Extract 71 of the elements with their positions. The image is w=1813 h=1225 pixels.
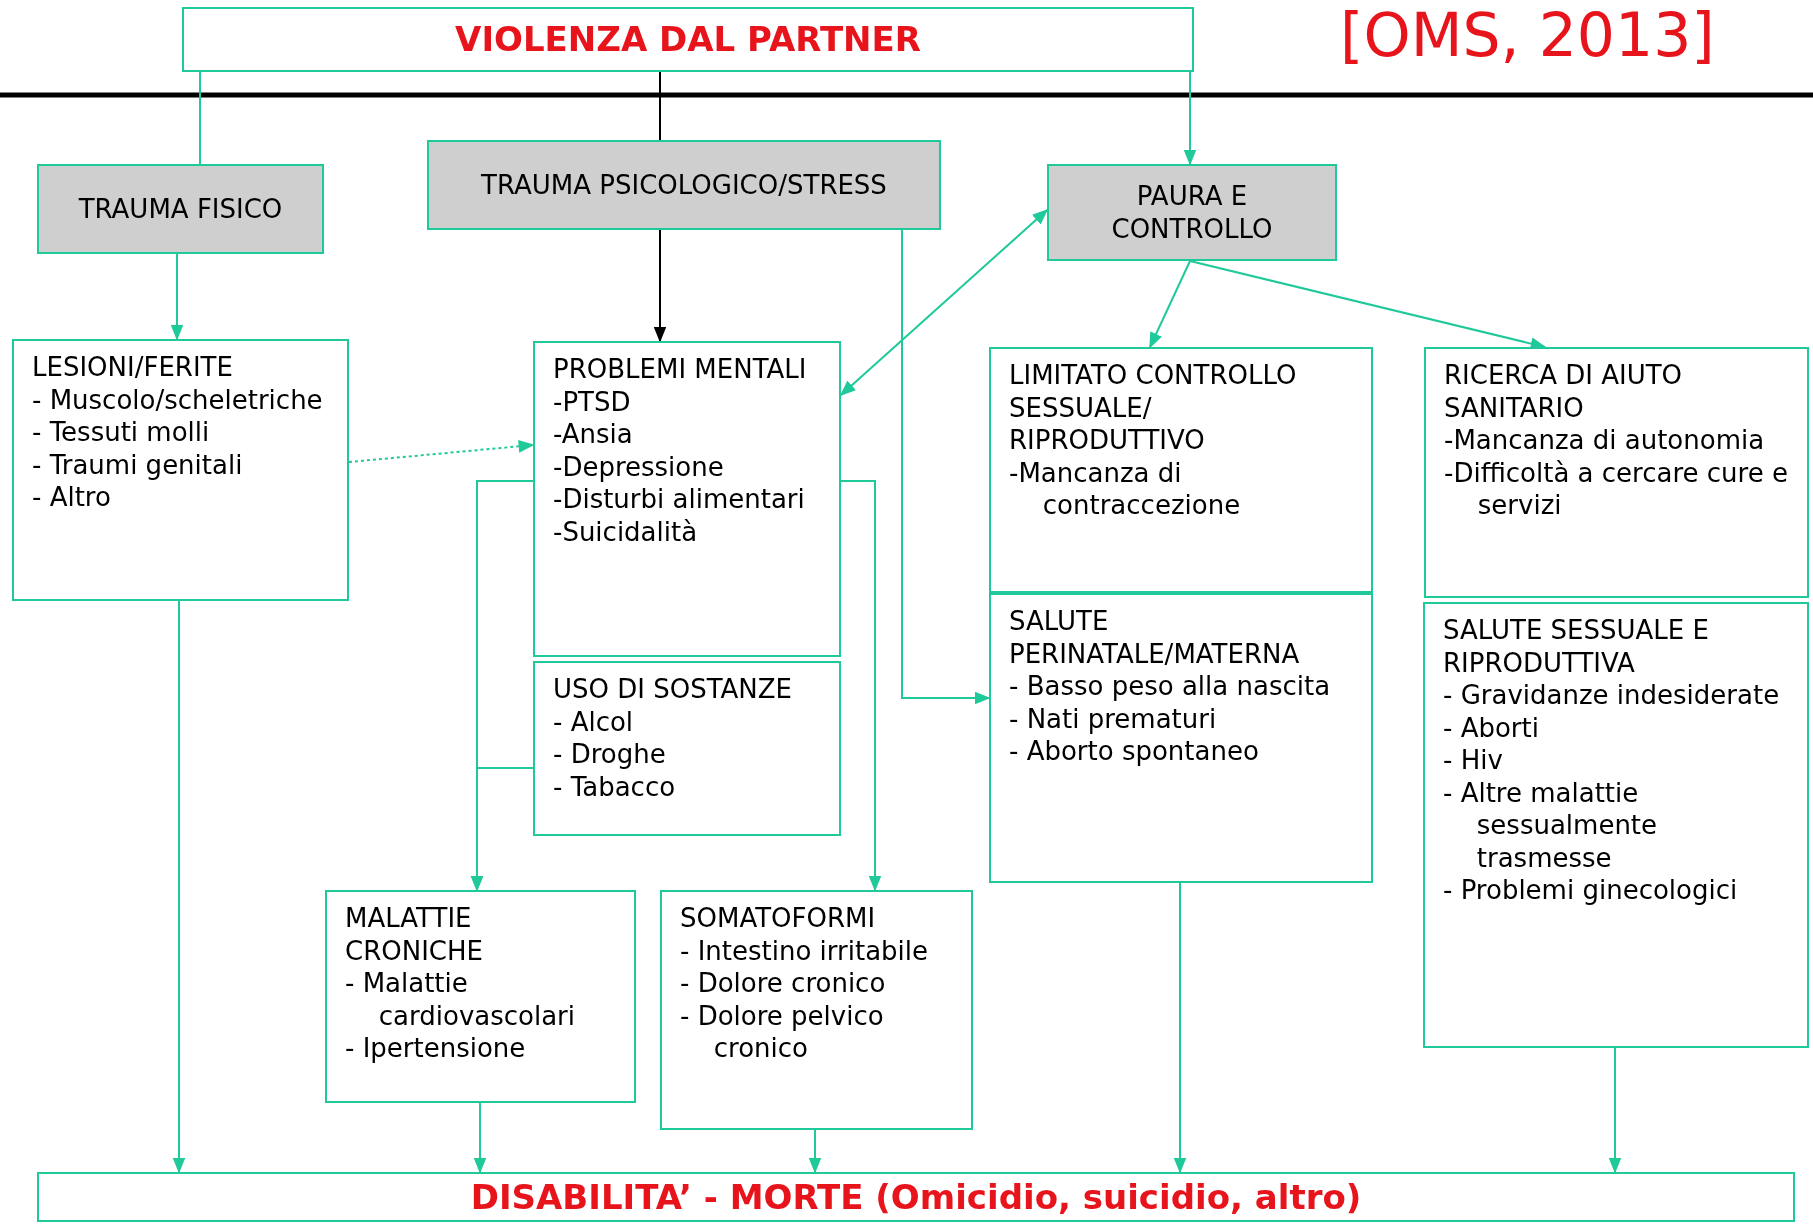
arrow xyxy=(473,1102,487,1174)
node-heading: LIMITATO CONTROLLO SESSUALE/ RIPRODUTTIVO xyxy=(1009,359,1298,457)
list-item: - Dolore cronico xyxy=(680,967,887,1000)
content-box xyxy=(989,347,1373,593)
list-item: -Depressione xyxy=(553,450,725,483)
title-box xyxy=(182,7,1194,72)
node-heading: LESIONI/FERITE xyxy=(32,351,234,384)
category-box xyxy=(37,164,324,254)
arrow xyxy=(1149,260,1191,349)
node-heading: RICERCA DI AIUTO SANITARIO xyxy=(1444,359,1684,424)
content-box xyxy=(660,890,973,1130)
list-item: -PTSD xyxy=(553,385,632,418)
list-item: - Gravidanze indesiderate xyxy=(1443,679,1781,712)
list-item: - Aborto spontaneo xyxy=(1009,735,1260,768)
list-item: - Tessuti molli xyxy=(32,416,211,449)
arrow xyxy=(1173,882,1187,1174)
node-heading: SALUTE SESSUALE E RIPRODUTTIVA xyxy=(1443,614,1710,679)
source-citation: [OMS, 2013] xyxy=(1340,0,1715,70)
arrow xyxy=(470,767,534,892)
list-item: - Nati prematuri xyxy=(1009,702,1218,735)
list-item: - Intestino irritabile xyxy=(680,934,930,967)
list-item: - Altro xyxy=(32,481,112,514)
list-item: - Alcol xyxy=(553,705,635,738)
content-box xyxy=(533,661,841,836)
list-item: - Aborti xyxy=(1443,711,1540,744)
list-item: - Basso peso alla nascita xyxy=(1009,670,1332,703)
content-box xyxy=(533,341,841,657)
arrow xyxy=(808,1129,822,1174)
node-heading: SALUTE PERINATALE/MATERNA xyxy=(1009,605,1301,670)
list-item: - Malattie cardiovascolari xyxy=(345,967,577,1032)
node-heading: MALATTIE CRONICHE xyxy=(345,902,484,967)
node-heading: PROBLEMI MENTALI xyxy=(553,353,808,386)
list-item: -Suicidalità xyxy=(553,515,699,548)
arrow xyxy=(348,439,535,463)
content-box xyxy=(1423,602,1809,1048)
list-item: -Difficoltà a cercare cure e servizi xyxy=(1444,456,1789,522)
title-text: VIOLENZA DAL PARTNER xyxy=(454,18,922,61)
arrow xyxy=(172,600,186,1174)
list-item: -Disturbi alimentari xyxy=(553,483,806,516)
content-box xyxy=(325,890,636,1103)
arrow xyxy=(1189,260,1547,350)
content-box xyxy=(989,593,1373,883)
list-item: - Tabacco xyxy=(553,770,677,803)
arrow xyxy=(1608,1047,1622,1174)
content-box xyxy=(1424,347,1809,598)
list-item: - Problemi ginecologici xyxy=(1443,874,1739,907)
node-heading: USO DI SOSTANZE xyxy=(553,673,794,706)
node-heading: PAURA E CONTROLLO xyxy=(1110,180,1274,245)
list-item: -Mancanza di contraccezione xyxy=(1009,456,1242,522)
arrow xyxy=(170,253,184,341)
list-item: -Ansia xyxy=(553,418,634,451)
node-heading: SOMATOFORMI xyxy=(680,902,877,935)
list-item: - Muscolo/scheletriche xyxy=(32,383,324,416)
list-item: - Dolore pelvico cronico xyxy=(680,999,885,1065)
arrow xyxy=(840,480,882,892)
list-item: -Mancanza di autonomia xyxy=(1444,424,1766,457)
category-box xyxy=(1047,164,1337,261)
title-text: DISABILITA’ - MORTE (Omicidio, suicidio, altro) xyxy=(469,1175,1363,1219)
node-heading: TRAUMA FISICO xyxy=(77,192,284,226)
arrow xyxy=(1183,71,1197,166)
list-item: - Hiv xyxy=(1443,744,1504,777)
content-box xyxy=(12,339,349,601)
outcome-box xyxy=(37,1172,1795,1222)
arrow xyxy=(653,229,667,343)
list-item: - Droghe xyxy=(553,738,667,771)
category-box xyxy=(427,140,941,230)
arrow xyxy=(901,229,991,705)
list-item: - Altre malattie sessualmente trasmesse xyxy=(1443,776,1659,874)
list-item: - Traumi genitali xyxy=(32,448,244,481)
list-item: - Ipertensione xyxy=(345,1032,527,1065)
node-heading: TRAUMA PSICOLOGICO/STRESS xyxy=(480,168,888,202)
